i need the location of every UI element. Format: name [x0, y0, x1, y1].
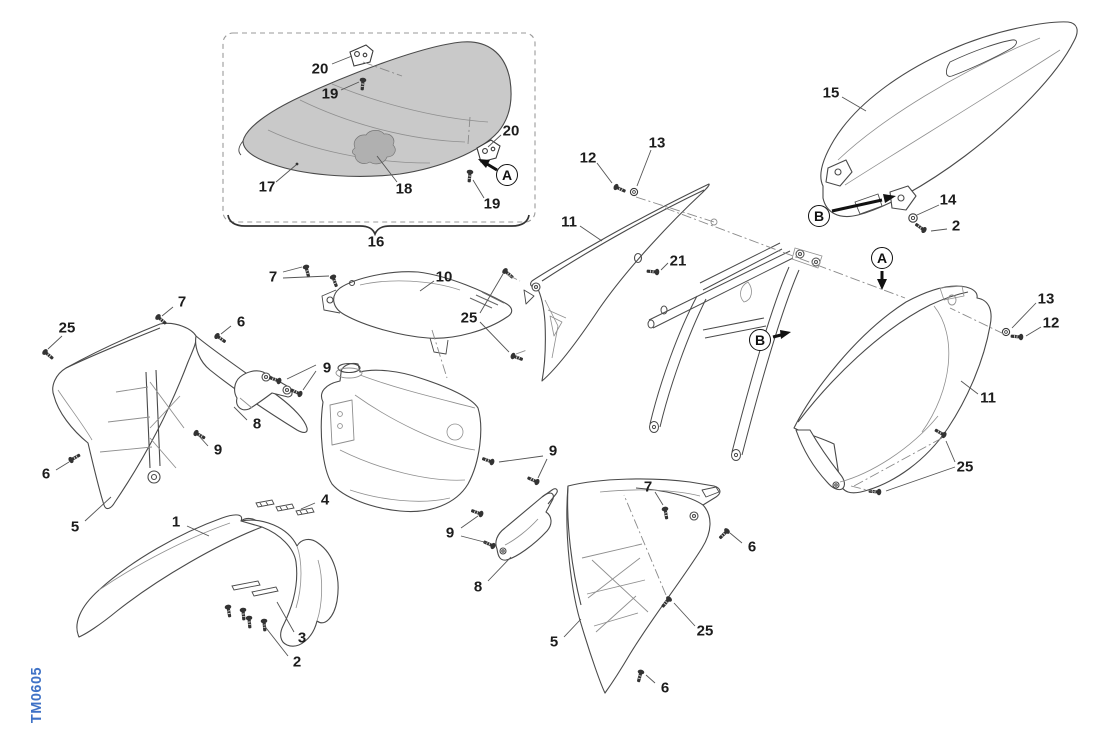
callout-7: 7	[643, 478, 653, 496]
airbox-cover	[321, 271, 513, 355]
drawing-code: TM0605	[29, 666, 45, 724]
screw-7-center-left	[301, 263, 313, 279]
bolt-21	[646, 267, 660, 276]
screw-25-left-top	[500, 266, 516, 281]
callout-6: 6	[747, 538, 757, 556]
bolt-2-a	[224, 603, 234, 619]
callout-25: 25	[460, 309, 478, 327]
callout-10: 10	[435, 268, 453, 286]
radiator-shroud-left	[52, 322, 308, 510]
side-panel-right	[793, 285, 992, 494]
callout-9: 9	[548, 442, 558, 460]
callout-3: 3	[297, 629, 307, 647]
rear-fender	[820, 21, 1078, 217]
callout-8: 8	[473, 578, 483, 596]
callout-4: 4	[320, 491, 330, 509]
callout-1: 1	[171, 513, 181, 531]
callout-15: 15	[822, 84, 840, 102]
reference-letter-B: B	[808, 205, 830, 227]
subframe	[647, 242, 823, 461]
callout-5: 5	[549, 633, 559, 651]
bolt-12-left	[612, 182, 628, 195]
callout-6: 6	[660, 679, 670, 697]
callout-11: 11	[980, 389, 996, 407]
seat	[238, 41, 512, 177]
side-panel-left	[523, 183, 718, 382]
callout-19: 19	[483, 195, 501, 213]
grommet-13-left	[629, 187, 639, 197]
callout-7: 7	[268, 268, 278, 286]
callout-20: 20	[502, 122, 520, 140]
bolt-9-c4	[481, 538, 497, 551]
bolt-12-right	[1010, 332, 1024, 341]
screw-25-shroud	[40, 347, 56, 362]
callout-14: 14	[939, 191, 957, 209]
screw-7-center-right	[328, 273, 341, 289]
fuel-tank	[320, 362, 482, 513]
seat-detail-box	[222, 32, 536, 237]
bracket-8-left	[234, 370, 293, 411]
screw-6-bottom-top	[716, 526, 732, 542]
seat-bracket-front	[349, 44, 374, 67]
group-brace	[227, 214, 530, 237]
seat-bolt-19b	[465, 169, 474, 183]
screw-6-left-bottom	[67, 451, 83, 465]
callout-5: 5	[70, 518, 80, 536]
callout-11: 11	[561, 213, 577, 231]
callout-25: 25	[58, 319, 76, 337]
screw-6-bottom-bottom	[634, 668, 646, 684]
callout-25: 25	[956, 458, 974, 476]
screw-9-left-bottom	[192, 428, 208, 442]
leader-lines	[47, 55, 1042, 684]
grommet-13-right	[1001, 327, 1011, 337]
callout-6: 6	[236, 313, 246, 331]
reference-letter-A: A	[496, 164, 518, 186]
bolt-2-c	[245, 615, 254, 629]
callout-12: 12	[1042, 314, 1060, 332]
callout-25: 25	[696, 622, 714, 640]
callout-2: 2	[292, 653, 302, 671]
callout-17: 17	[258, 178, 276, 196]
callout-9: 9	[322, 359, 332, 377]
callout-2: 2	[951, 217, 961, 235]
callout-13: 13	[648, 134, 666, 152]
washer-14	[908, 213, 918, 223]
callout-12: 12	[579, 149, 597, 167]
strip-3	[231, 580, 279, 597]
callout-16: 16	[367, 233, 385, 251]
reference-arrows	[478, 159, 896, 339]
seat-bracket-rear	[476, 139, 501, 163]
callout-13: 13	[1037, 290, 1055, 308]
bracket-8-bottom	[495, 488, 558, 561]
reference-letter-A: A	[871, 247, 893, 269]
screw-6-left-top	[212, 331, 228, 346]
reference-letter-B: B	[749, 329, 771, 351]
bolt-2-top	[913, 220, 929, 235]
radiator-shroud-right	[566, 478, 721, 694]
construction-lines	[362, 61, 1005, 596]
strips-4	[255, 499, 315, 516]
callout-18: 18	[395, 180, 413, 198]
front-fender	[76, 514, 339, 647]
bolt-9-c1	[480, 454, 496, 467]
callout-9: 9	[445, 524, 455, 542]
callout-20: 20	[311, 60, 329, 78]
callout-9: 9	[213, 441, 223, 459]
callout-8: 8	[252, 415, 262, 433]
callout-6: 6	[41, 465, 51, 483]
callout-21: 21	[669, 252, 687, 270]
seat-patch	[352, 130, 396, 165]
callout-19: 19	[321, 85, 339, 103]
callout-7: 7	[177, 293, 187, 311]
